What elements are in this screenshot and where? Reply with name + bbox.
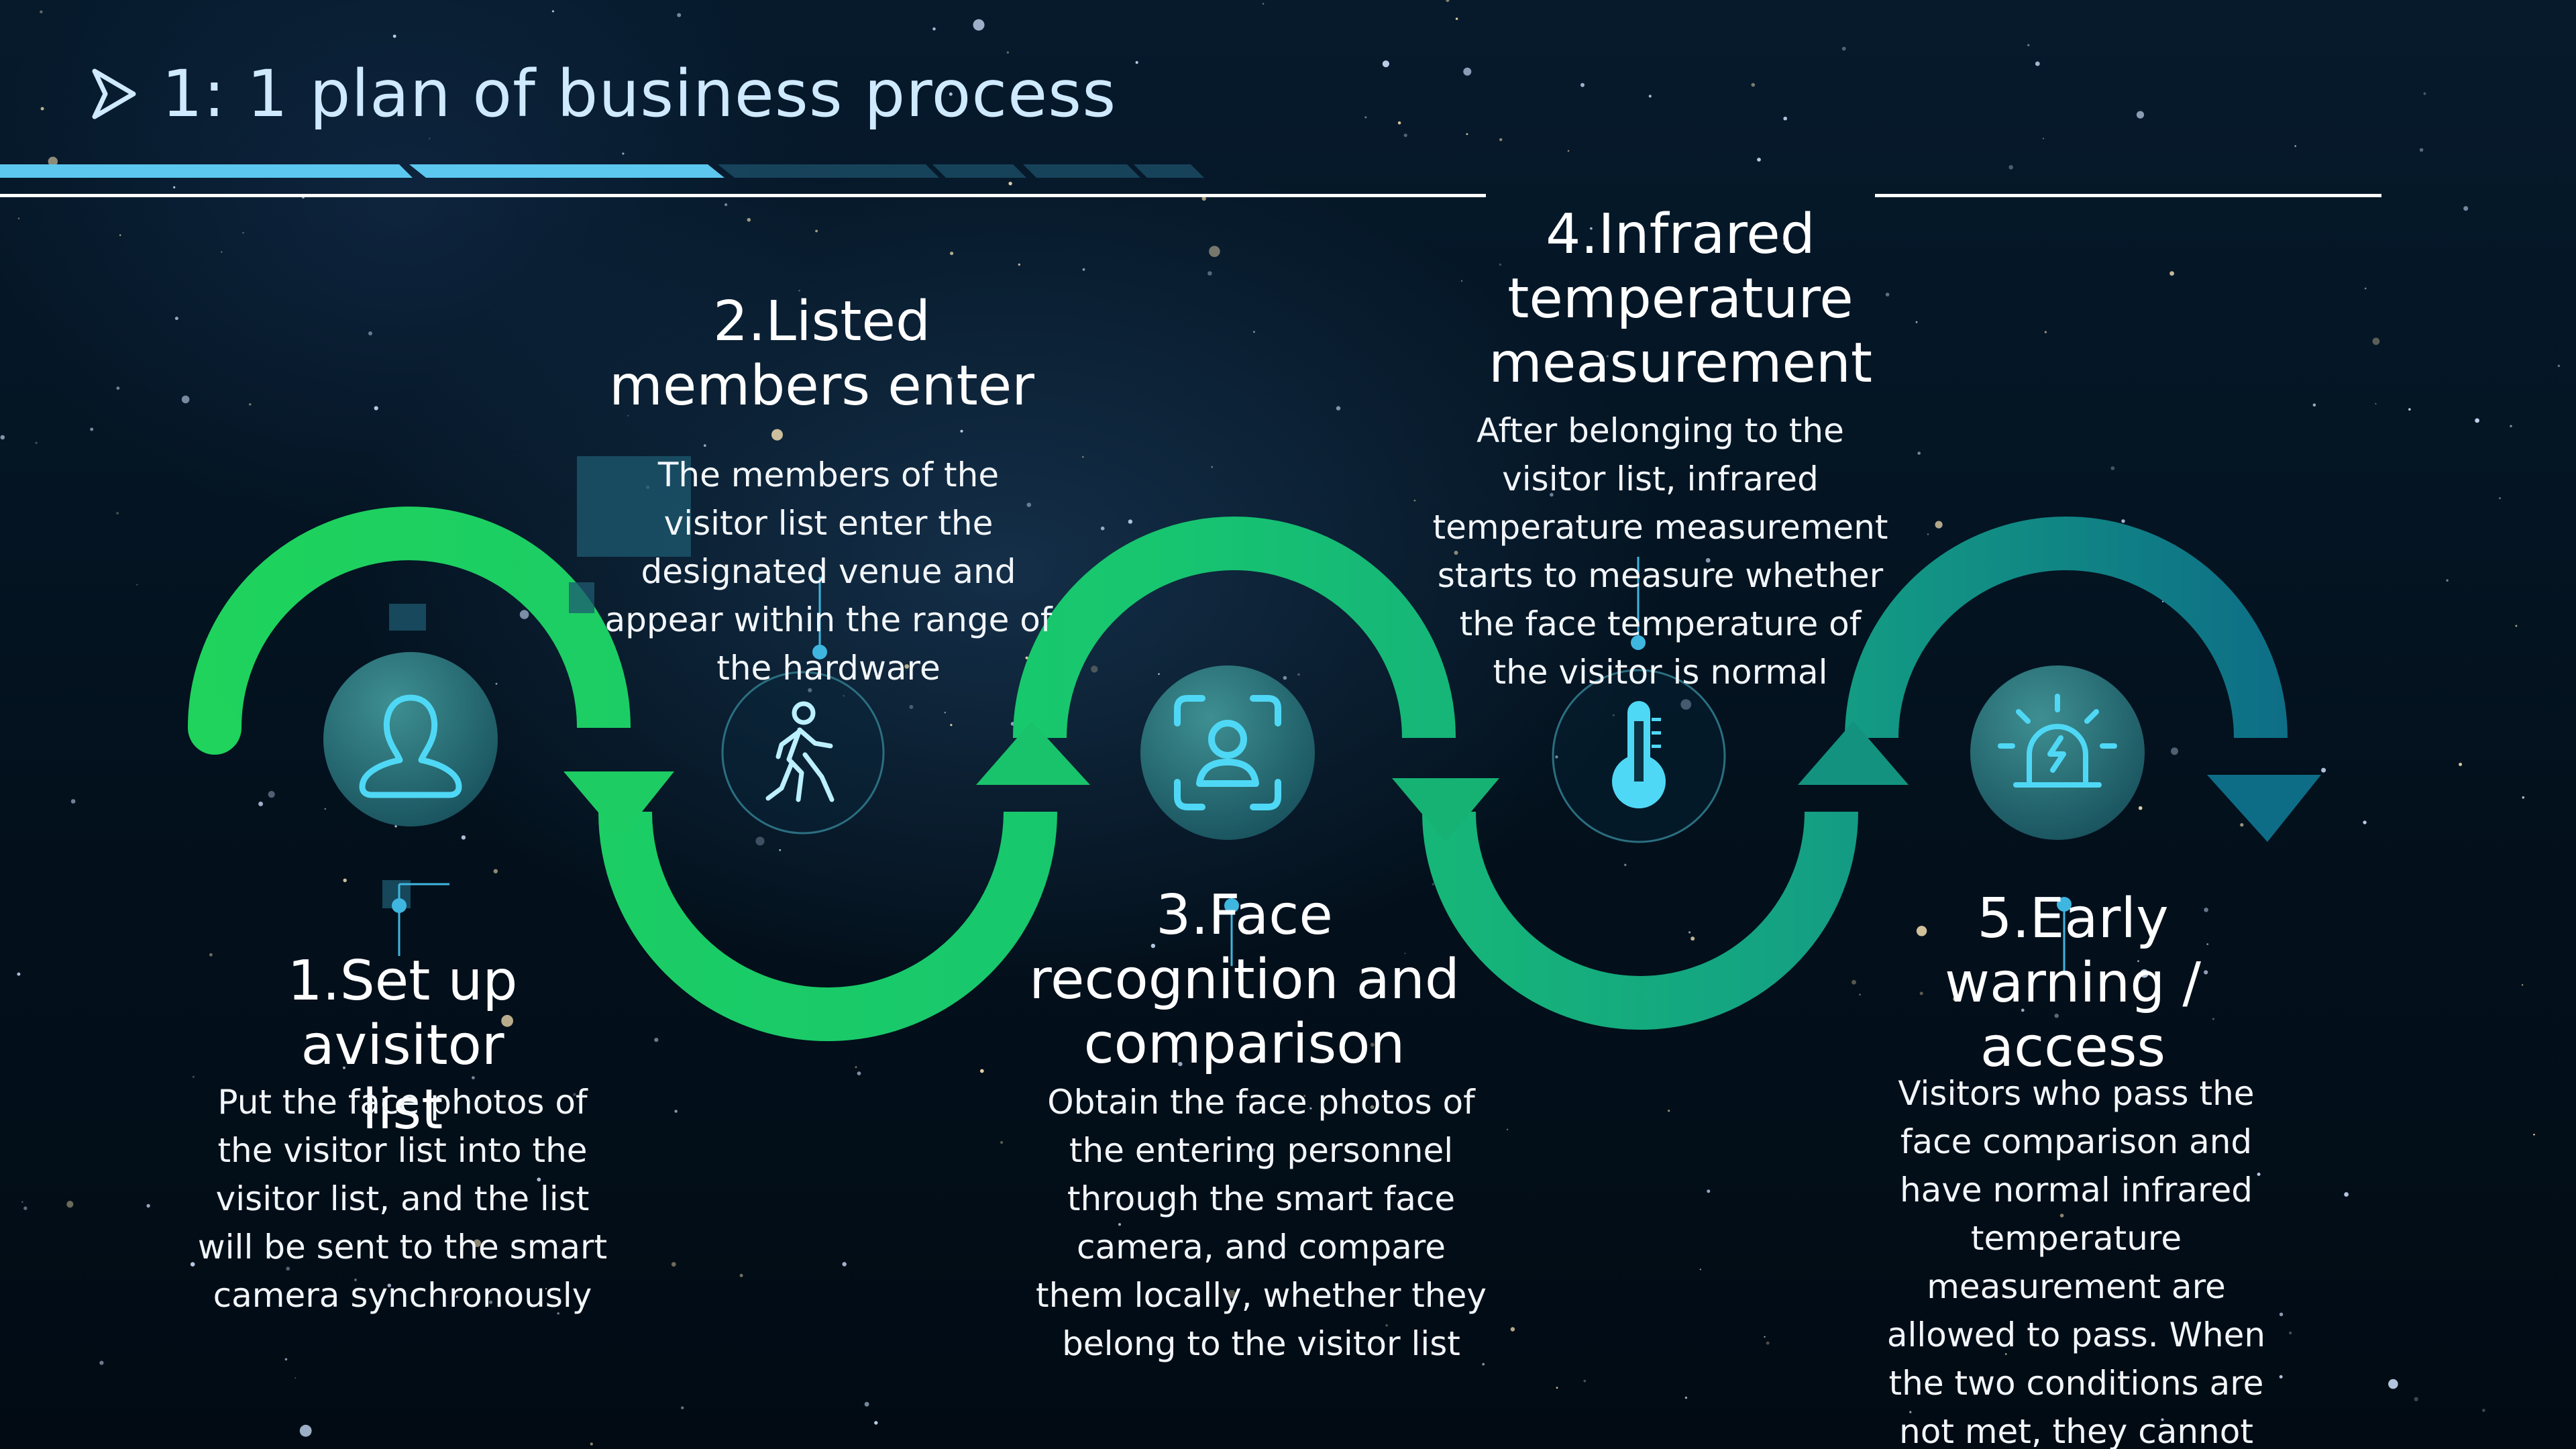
step-2-icon-circle: [721, 671, 885, 835]
step-1-description: Put the face photos of the visitor list …: [197, 1083, 608, 1315]
face-scan-icon: [1174, 695, 1281, 810]
arrowhead-down-5: [2207, 775, 2321, 842]
step-2-description: The members of the visitor list enter th…: [604, 455, 1053, 688]
step-3-icon-circle: [1140, 665, 1315, 840]
step-1-title: 1.Set up avisitor list: [287, 949, 518, 1142]
step-2-title: 2.Listed members enter: [609, 290, 1034, 418]
arrowhead-up-2: [976, 721, 1090, 785]
arc-step-4: [1422, 811, 1858, 1030]
step-5-icon-circle: [1970, 665, 2145, 840]
arrow-bullet-icon: [92, 68, 136, 119]
arc-step-5: [1845, 517, 2288, 739]
alarm-light-icon: [1998, 694, 2117, 788]
arc-step-1: [188, 506, 631, 729]
page-header: 1: 1 plan of business process: [91, 54, 1116, 134]
walking-person-icon: [765, 701, 835, 802]
step-4-icon-circle: [1552, 669, 1726, 843]
step-4-title: 4.Infrared temperature measurement: [1488, 203, 1873, 395]
step-4-description: After belonging to the visitor list, inf…: [1432, 411, 1888, 692]
flow-arrowheads: [564, 721, 2321, 842]
arc-start-cap: [188, 701, 241, 755]
decor-squares: [382, 456, 691, 908]
step-5-title: 5.Early warning / access: [1944, 887, 2202, 1079]
arrowhead-down-3: [1392, 778, 1499, 842]
arrowhead-down-1: [564, 771, 674, 839]
flow-arcs: [188, 506, 2288, 1041]
person-icon: [359, 694, 462, 798]
header-divider: [0, 164, 2381, 197]
arrowhead-up-4: [1798, 721, 1909, 785]
arc-step-3: [1013, 517, 1456, 739]
step-1-icon-circle: [323, 652, 498, 826]
step-3-description: Obtain the face photos of the entering p…: [1036, 1083, 1487, 1363]
step-5-description: Visitors who pass the face comparison an…: [1886, 1074, 2266, 1449]
connectors: [392, 557, 2072, 973]
thermometer-icon: [1612, 701, 1666, 808]
step-3-title: 3.Face recognition and comparison: [1029, 883, 1460, 1076]
page-title: 1: 1 plan of business process: [162, 56, 1117, 131]
arc-step-2: [598, 811, 1057, 1041]
